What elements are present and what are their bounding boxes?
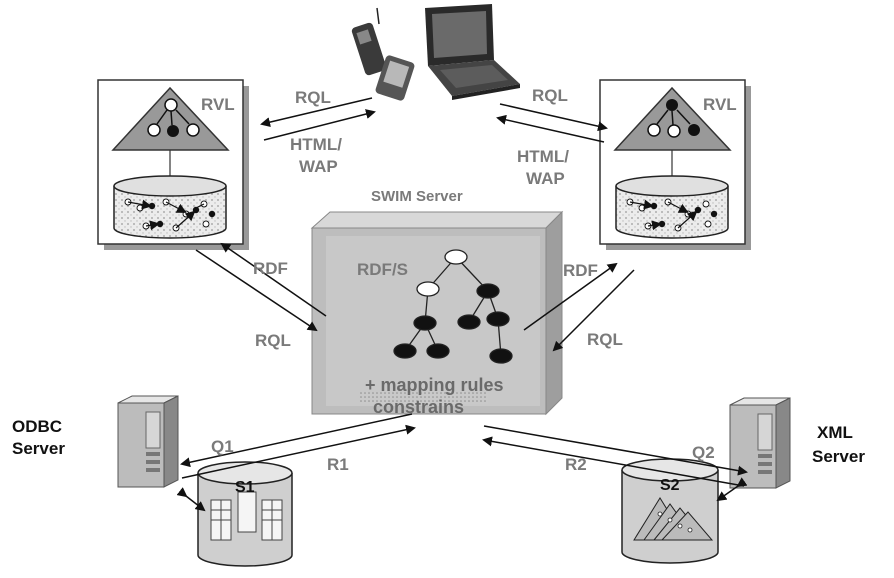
xml-label-line1: XML xyxy=(817,423,853,442)
s2-label: S2 xyxy=(660,477,680,494)
left-html-label: HTML/ xyxy=(290,135,342,154)
rdfs-label: RDF/S xyxy=(357,260,408,279)
mobile-phone-icon xyxy=(351,7,387,76)
right-rql-client-label: RQL xyxy=(532,86,568,105)
right-wap-label: WAP xyxy=(526,169,565,188)
left-rvl-label: RVL xyxy=(201,95,235,114)
rdfs-schema-tree xyxy=(393,249,513,364)
r1-label: R1 xyxy=(327,455,349,474)
xml-server-icon xyxy=(729,397,791,489)
left-rql-client-label: RQL xyxy=(295,88,331,107)
swim-server-box xyxy=(310,210,564,416)
xml-label-line2: Server xyxy=(812,447,865,466)
constrains-label: constrains xyxy=(373,397,464,417)
odbc-label-line2: Server xyxy=(12,439,65,458)
odbc-server-icon xyxy=(117,395,179,488)
odbc-label-line1: ODBC xyxy=(12,417,62,436)
client-devices xyxy=(351,4,520,101)
s2-database xyxy=(621,458,719,564)
q1-label: Q1 xyxy=(211,437,234,456)
q2-label: Q2 xyxy=(692,443,715,462)
left-rdf-label: RDF xyxy=(253,259,288,278)
r2-label: R2 xyxy=(565,455,587,474)
s1-label: S1 xyxy=(235,479,255,496)
right-html-label: HTML/ xyxy=(517,147,569,166)
right-rql-label: RQL xyxy=(587,330,623,349)
right-rdf-label: RDF xyxy=(563,261,598,280)
left-rql-label: RQL xyxy=(255,331,291,350)
s1-database xyxy=(197,461,293,567)
right-rvl-label: RVL xyxy=(703,95,737,114)
laptop-icon xyxy=(425,4,520,100)
right-rvl-view xyxy=(599,79,751,250)
left-wap-label: WAP xyxy=(299,157,338,176)
pda-icon xyxy=(375,55,415,101)
mapping-rules-label: + mapping rules xyxy=(365,375,504,395)
swim-server-title: SWIM Server xyxy=(371,188,463,205)
connection-arrows xyxy=(176,97,748,512)
left-rvl-view xyxy=(97,79,249,250)
